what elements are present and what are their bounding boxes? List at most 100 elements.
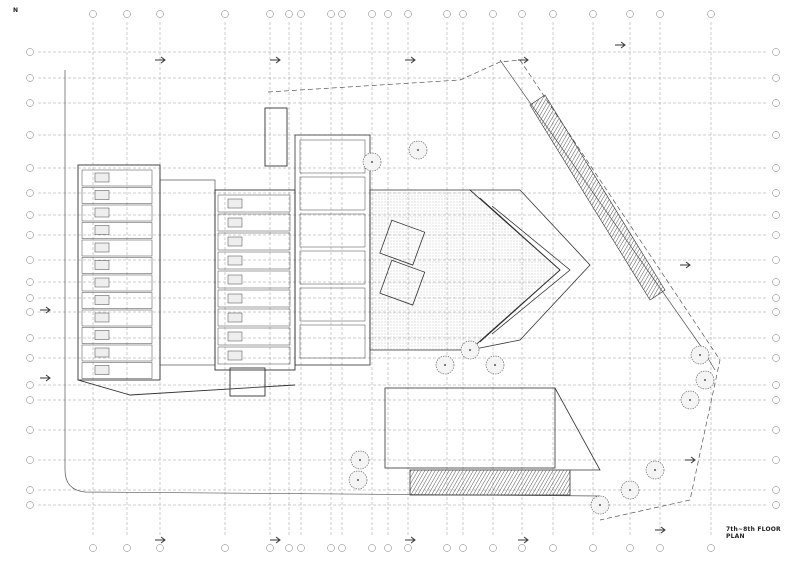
grid-bubble [156, 544, 164, 552]
section-cut-marker [40, 306, 51, 314]
section-cut-marker [680, 261, 691, 269]
grid-bubble [26, 48, 34, 56]
bed [94, 312, 110, 323]
grid-bubble [404, 544, 412, 552]
grid-bubble [459, 544, 467, 552]
tree-trunk [357, 479, 359, 481]
bed [227, 312, 243, 323]
grid-bubble [26, 396, 34, 404]
guest-room [81, 169, 153, 187]
guest-room [81, 204, 153, 222]
grid-bubble [443, 544, 451, 552]
grid-bubble [123, 544, 131, 552]
bed [227, 331, 243, 342]
tree-trunk [359, 459, 361, 461]
tree-trunk [629, 489, 631, 491]
guest-room [217, 327, 291, 346]
bed [227, 198, 243, 209]
grid-bubble [327, 10, 335, 18]
bed [94, 347, 110, 358]
grid-bubble [26, 334, 34, 342]
grid-bubble [626, 10, 634, 18]
guest-room [217, 232, 291, 251]
grid-bubble [123, 10, 131, 18]
landscape-trees [348, 140, 715, 515]
section-cut-marker [405, 56, 416, 64]
grid-bubble [589, 544, 597, 552]
grid-bubble [518, 10, 526, 18]
guest-room [81, 257, 153, 274]
grid-bubble [772, 456, 780, 464]
grid-bubble [772, 501, 780, 509]
grid-bubble [404, 10, 412, 18]
guest-room [299, 324, 366, 359]
bed [94, 277, 110, 288]
grid-bubble [772, 334, 780, 342]
grid-bubble [772, 396, 780, 404]
guest-room [299, 213, 366, 248]
tree-trunk [371, 161, 373, 163]
core-and-atrium [294, 134, 591, 366]
grid-bubble [266, 544, 274, 552]
grid-bubble [26, 164, 34, 172]
bed [94, 225, 110, 235]
grid-bubble [772, 381, 780, 389]
section-cut-marker [155, 536, 166, 544]
guest-room [299, 287, 366, 322]
guest-room [217, 213, 291, 232]
grid-bubble [626, 544, 634, 552]
grid-bubble [26, 256, 34, 264]
bed [227, 236, 243, 247]
grid-bubble [26, 231, 34, 239]
bed [227, 255, 243, 266]
bed [227, 274, 243, 285]
guest-room [217, 194, 291, 213]
grid-bubble [285, 10, 293, 18]
grid-bubble [772, 74, 780, 82]
grid-bubble [518, 544, 526, 552]
grid-bubble [443, 10, 451, 18]
grid-bubble [26, 74, 34, 82]
bed [227, 217, 243, 228]
section-cut-marker [518, 536, 529, 544]
grid-bubble [338, 10, 346, 18]
tree-trunk [689, 399, 691, 401]
guest-room [81, 239, 153, 257]
grid-bubble [489, 544, 497, 552]
grid-bubble [489, 10, 497, 18]
section-cut-marker [615, 41, 626, 49]
bed [94, 242, 110, 253]
grid-bubble [368, 544, 376, 552]
section-cut-marker [655, 526, 666, 534]
section-cut-marker [685, 456, 696, 464]
guest-room [81, 222, 153, 239]
drawing-title: 7th~8th FLOOR PLAN [726, 526, 781, 540]
grid-bubble [772, 189, 780, 197]
section-cut-marker [270, 56, 281, 64]
grid-bubble [772, 99, 780, 107]
ramp-stripes [529, 94, 666, 301]
guest-room [81, 327, 153, 344]
bed [94, 365, 110, 375]
grid-bubble [26, 189, 34, 197]
guest-room [217, 308, 291, 327]
grid-bubble [26, 456, 34, 464]
grid-bubble [26, 308, 34, 316]
grid-bubble [384, 544, 392, 552]
bed [227, 350, 243, 361]
section-cut-marker [518, 56, 529, 64]
tree-trunk [599, 504, 601, 506]
guest-room [81, 187, 153, 204]
grid-bubble [707, 10, 715, 18]
guest-room [299, 176, 366, 211]
grid-bubble [327, 544, 335, 552]
north-arrow-label: N [13, 7, 19, 14]
grid-bubble [26, 381, 34, 389]
grid-bubble [549, 10, 557, 18]
grid-bubble [384, 10, 392, 18]
grid-bubble [297, 10, 305, 18]
guest-room [81, 309, 153, 327]
grid-bubble [772, 211, 780, 219]
guest-room [217, 251, 291, 270]
